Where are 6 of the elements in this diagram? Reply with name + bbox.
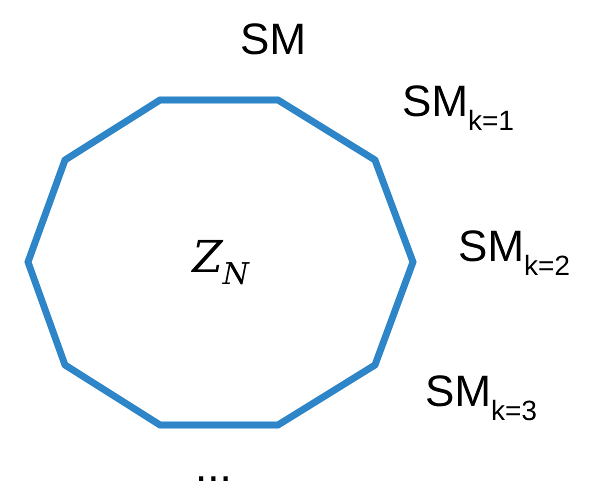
- ellipsis-label: ...: [195, 445, 232, 489]
- model-label: SM: [240, 18, 306, 62]
- model-label: SM$_{k=2}$: [458, 225, 570, 280]
- model-label: SM$_{k=1}$: [402, 80, 514, 135]
- model-label: SM$_{k=3}$: [425, 370, 537, 425]
- math-symbol: Z$_{N}$: [192, 236, 249, 290]
